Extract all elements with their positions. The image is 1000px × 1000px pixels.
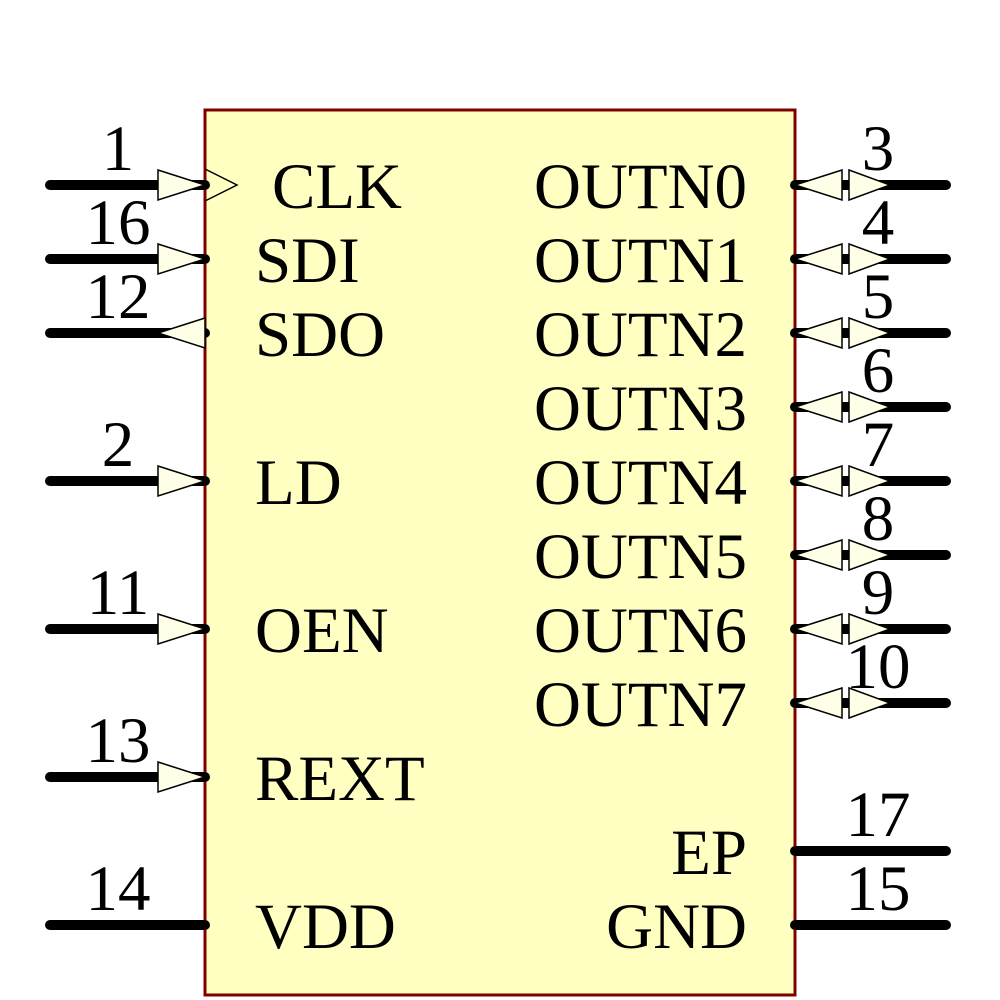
pin-label: OUTN7: [534, 669, 747, 741]
pin-number: 16: [86, 187, 151, 259]
bidir-arrow-right-icon: [848, 464, 893, 498]
pin-label: OEN: [255, 595, 389, 667]
pin-number: 7: [862, 409, 895, 481]
pin-label: VDD: [255, 891, 396, 963]
bidir-arrow-left-icon: [792, 538, 843, 572]
pin-label: SDI: [255, 225, 360, 297]
pin-label: GND: [606, 891, 747, 963]
pin-number: 14: [86, 853, 151, 925]
pin-label: OUTN2: [534, 299, 747, 371]
pin-label: OUTN0: [534, 151, 747, 223]
bidir-arrow-left-icon: [792, 242, 843, 276]
pin-label: OUTN1: [534, 225, 747, 297]
clock-chevron-icon: [204, 168, 239, 202]
bidir-arrow-right-icon: [848, 612, 893, 646]
pin-label: OUTN6: [534, 595, 747, 667]
pin-number: 12: [86, 261, 151, 333]
pin-number: 1: [102, 113, 135, 185]
pin-label: LD: [255, 447, 342, 519]
pin-number: 3: [862, 113, 895, 185]
pin-label: OUTN5: [534, 521, 747, 593]
pin-number: 5: [862, 261, 895, 333]
bidir-arrow-right-icon: [848, 390, 893, 424]
pin-number: 4: [862, 187, 895, 259]
pin-number: 9: [862, 557, 895, 629]
pin-ld: 2LD: [45, 409, 342, 519]
bidir-arrow-left-icon: [792, 316, 843, 350]
bidir-arrow-left-icon: [792, 464, 843, 498]
bidir-arrow-right-icon: [848, 168, 893, 202]
pin-number: 17: [846, 779, 911, 851]
input-arrow-icon: [157, 168, 208, 202]
pin-label: OUTN4: [534, 447, 747, 519]
pin-number: 6: [862, 335, 895, 407]
pin-label: EP: [671, 817, 747, 889]
pin-number: 15: [846, 853, 911, 925]
bidir-arrow-right-icon: [848, 316, 893, 350]
input-arrow-icon: [157, 760, 208, 794]
pin-number: 2: [102, 409, 135, 481]
pin-label: SDO: [255, 299, 385, 371]
pin-label: REXT: [255, 743, 425, 815]
bidir-arrow-right-icon: [848, 538, 893, 572]
input-arrow-icon: [157, 464, 208, 498]
output-arrow-icon: [155, 316, 206, 350]
pin-label: CLK: [272, 151, 402, 223]
pin-label: OUTN3: [534, 373, 747, 445]
bidir-arrow-right-icon: [848, 242, 893, 276]
bidir-arrow-left-icon: [792, 686, 843, 720]
input-arrow-icon: [157, 242, 208, 276]
pin-number: 13: [86, 705, 151, 777]
bidir-arrow-right-icon: [848, 686, 893, 720]
input-arrow-icon: [157, 612, 208, 646]
bidir-arrow-left-icon: [792, 390, 843, 424]
pin-number: 8: [862, 483, 895, 555]
bidir-arrow-left-icon: [792, 168, 843, 202]
pin-number: 11: [87, 557, 150, 629]
bidir-arrow-left-icon: [792, 612, 843, 646]
component-body: [203, 108, 797, 997]
